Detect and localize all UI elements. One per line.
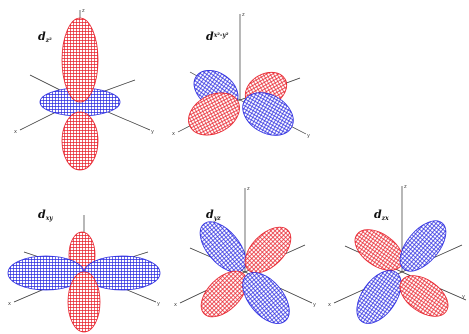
orbital-label-dyz: dyz <box>206 208 221 222</box>
panel-dz2: z x y dz² <box>14 8 154 171</box>
positive-lobe-upper <box>244 226 292 274</box>
orbital-label-dz2: dz² <box>38 30 52 44</box>
negative-lobe-front <box>242 92 294 136</box>
positive-lobe-lower <box>61 111 99 171</box>
negative-lobe-lower <box>356 270 402 324</box>
negative-lobe-lower <box>242 272 290 324</box>
axis-label-z: z <box>404 184 407 190</box>
panel-dyz: z x y dyz <box>174 186 316 324</box>
axis-label-x: x <box>328 302 331 308</box>
axis-label-x: x <box>14 129 17 135</box>
axis-label-x: x <box>8 301 11 307</box>
axis-label-x: x <box>172 131 175 137</box>
panel-dzx: z x y dzx <box>328 184 467 324</box>
axis-label-y: y <box>157 301 160 307</box>
orbital-label-dzx: dzx <box>374 208 389 222</box>
positive-lobe-front <box>67 271 101 333</box>
axis-label-y: y <box>313 302 316 308</box>
negative-lobe-upper <box>399 220 447 272</box>
positive-lobe-upper <box>354 229 404 271</box>
positive-lobe-lower <box>399 275 449 317</box>
positive-lobe-upper <box>61 17 99 103</box>
positive-lobe-front <box>188 92 240 136</box>
orbital-label-dxy: dxy <box>38 208 53 222</box>
axis-label-y: y <box>307 133 310 139</box>
axis-label-y: y <box>462 294 465 300</box>
axis-label-y: y <box>151 129 154 135</box>
panel-dx2-y2: z x y dx²-y² <box>172 12 310 139</box>
panel-dxy: x y dxy <box>7 208 161 333</box>
positive-lobe-lower <box>200 270 248 318</box>
axis-label-x: x <box>174 302 177 308</box>
axis-label-z: z <box>82 8 85 14</box>
negative-lobe-upper <box>199 221 247 273</box>
axis-label-z: z <box>247 186 250 192</box>
orbital-label-dx2-y2: dx²-y² <box>206 30 229 43</box>
axis-label-z: z <box>242 12 245 18</box>
